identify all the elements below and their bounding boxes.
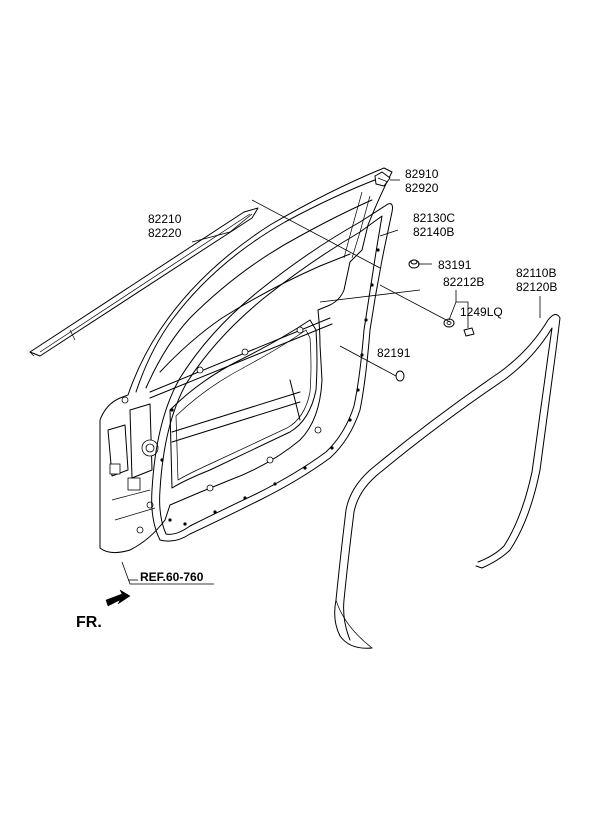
label-82210: 82210 (148, 212, 182, 226)
reference-line (319, 289, 421, 303)
label-82191: 82191 (377, 346, 411, 360)
weatherstrip-clips (160, 248, 380, 526)
body-opening-weatherstrip (334, 314, 561, 649)
label-82110b: 82110B (516, 266, 556, 280)
belt-molding (29, 207, 259, 357)
label-ref-60-760: REF.60-760 (140, 570, 204, 584)
grommet-82212b (443, 318, 455, 328)
label-83191: 83191 (438, 258, 472, 272)
label-1249lq: 1249LQ (460, 305, 503, 319)
door-side-weatherstrip (151, 203, 393, 542)
front-direction-arrow (105, 589, 131, 607)
leader-lines (121, 179, 541, 585)
door-panel (99, 167, 393, 554)
label-82120b: 82120B (516, 280, 557, 294)
label-82212b: 82212B (443, 275, 484, 289)
label-82140b: 82140B (413, 225, 454, 239)
label-82220: 82220 (148, 226, 182, 240)
plug-82191 (395, 370, 405, 382)
label-82910: 82910 (405, 167, 439, 181)
screw-1249lq (463, 327, 475, 337)
label-front: FR. (76, 614, 102, 631)
plug-83191 (408, 259, 420, 269)
label-82920: 82920 (405, 181, 439, 195)
bracket-82910 (374, 171, 391, 187)
label-82130c: 82130C (413, 211, 455, 225)
